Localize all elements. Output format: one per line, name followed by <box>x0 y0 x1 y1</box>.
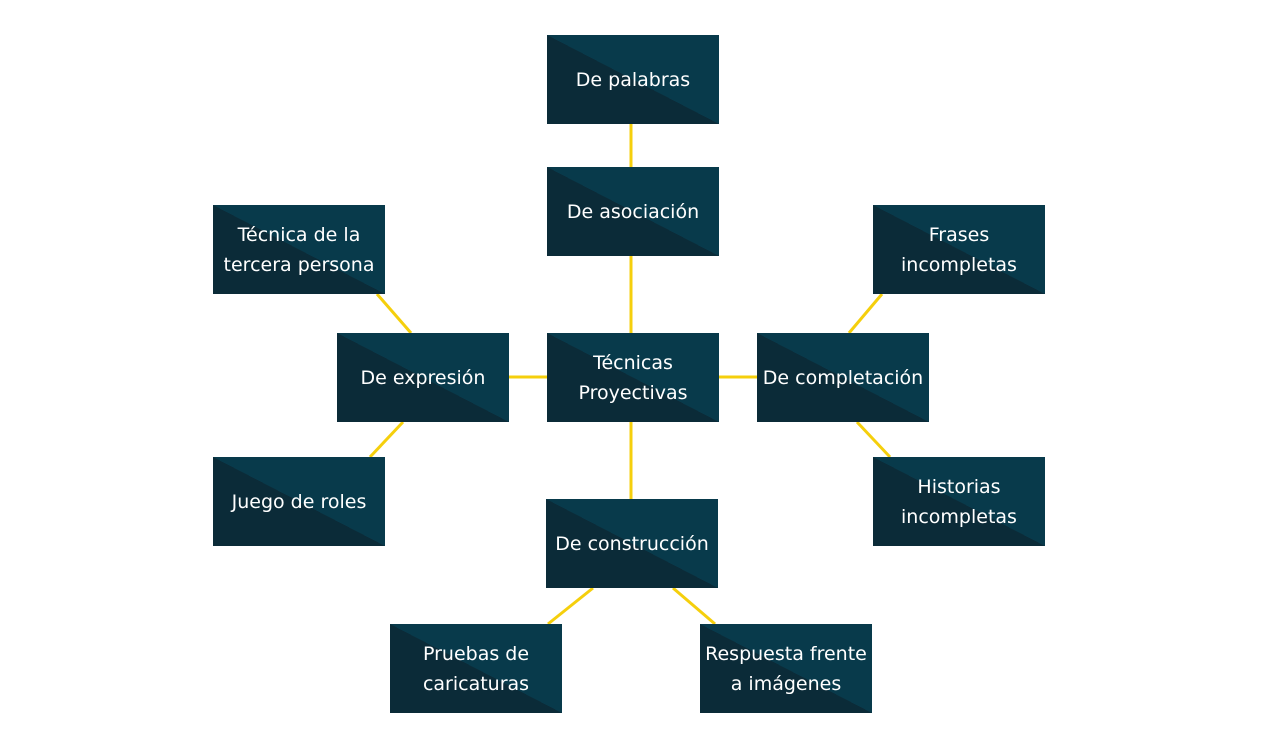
connector-completacion-historias <box>855 420 892 459</box>
node-historias-incompletas: Historias incompletas <box>873 457 1045 546</box>
node-label: Frases incompletas <box>901 223 1017 276</box>
node-label: Historias incompletas <box>901 475 1017 528</box>
node-label: Pruebas de caricaturas <box>422 642 530 695</box>
node-label: De construcción <box>555 532 709 555</box>
node-label: Técnicas Proyectivas <box>578 351 688 404</box>
node-de-palabras: De palabras <box>547 35 719 124</box>
node-juego-de-roles: Juego de roles <box>213 457 385 546</box>
node-de-construccion: De construcción <box>546 499 718 588</box>
node-label: De expresión <box>360 366 486 389</box>
node-label: De palabras <box>575 68 691 91</box>
node-de-completacion: De completación <box>757 333 929 422</box>
node-frases-incompletas: Frases incompletas <box>873 205 1045 294</box>
node-tercera-persona: Técnica de la tercera persona <box>213 205 385 294</box>
node-label: Técnica de la tercera persona <box>223 223 375 276</box>
connector-frases-completacion <box>847 293 884 334</box>
node-de-asociacion: De asociación <box>547 167 719 256</box>
connector-construccion-imagenes <box>672 586 716 626</box>
connector-expresion-juego <box>368 420 405 459</box>
node-label: De asociación <box>566 200 700 223</box>
node-de-expresion: De expresión <box>337 333 509 422</box>
node-label: Respuesta frente a imágenes <box>705 642 867 695</box>
node-respuesta-frente-a-imagenes: Respuesta frente a imágenes <box>700 624 872 713</box>
node-tecnicas-proyectivas: Técnicas Proyectivas <box>547 333 719 422</box>
connector-construccion-caricaturas <box>547 586 594 626</box>
node-label: De completación <box>762 366 924 389</box>
connector-tercera-expresion <box>375 293 413 334</box>
node-label: Juego de roles <box>231 490 367 513</box>
node-pruebas-de-caricaturas: Pruebas de caricaturas <box>390 624 562 713</box>
